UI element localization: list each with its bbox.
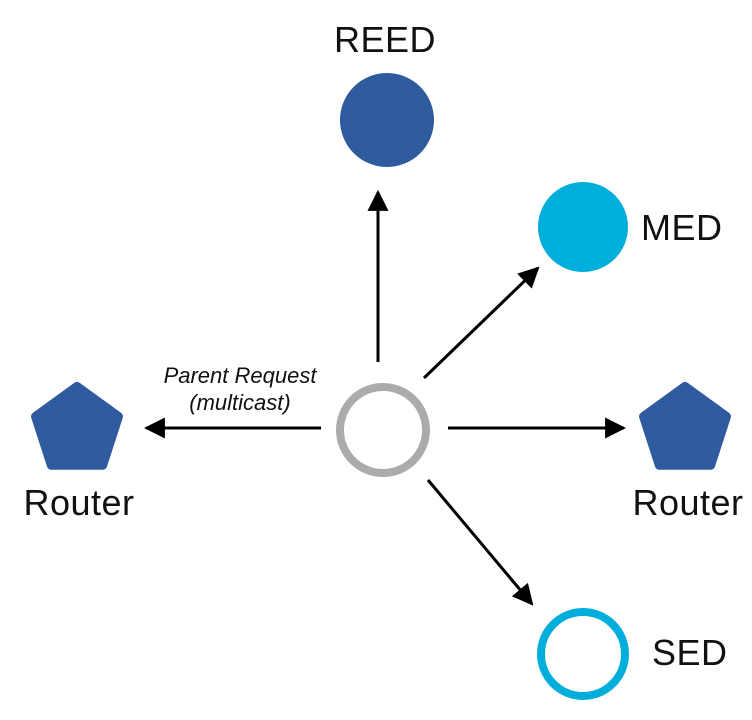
node-med: MED: [538, 182, 723, 272]
annotation-line1: Parent Request: [164, 363, 318, 388]
node-sed: SED: [537, 608, 728, 700]
multicast-arrows: [143, 189, 627, 606]
sed-node-circle: [537, 608, 629, 700]
sed-label: SED: [652, 632, 728, 673]
annotation-line2: (multicast): [189, 390, 290, 415]
parent-request-annotation: Parent Request (multicast): [164, 363, 318, 415]
router-right-label: Router: [632, 482, 743, 523]
node-router-right: Router: [632, 382, 743, 523]
med-node-circle: [538, 182, 628, 272]
router-left-pentagon: [31, 382, 123, 470]
router-right-pentagon: [639, 382, 731, 470]
reed-label: REED: [334, 19, 436, 60]
node-router-left: Router: [23, 382, 134, 523]
joiner-node-circle: [336, 383, 430, 477]
node-reed: REED: [334, 19, 436, 167]
router-left-label: Router: [23, 482, 134, 523]
reed-node-circle: [340, 73, 434, 167]
arrow-to-sed: [426, 479, 534, 606]
arrow-to-med: [422, 266, 540, 380]
med-label: MED: [641, 207, 723, 248]
